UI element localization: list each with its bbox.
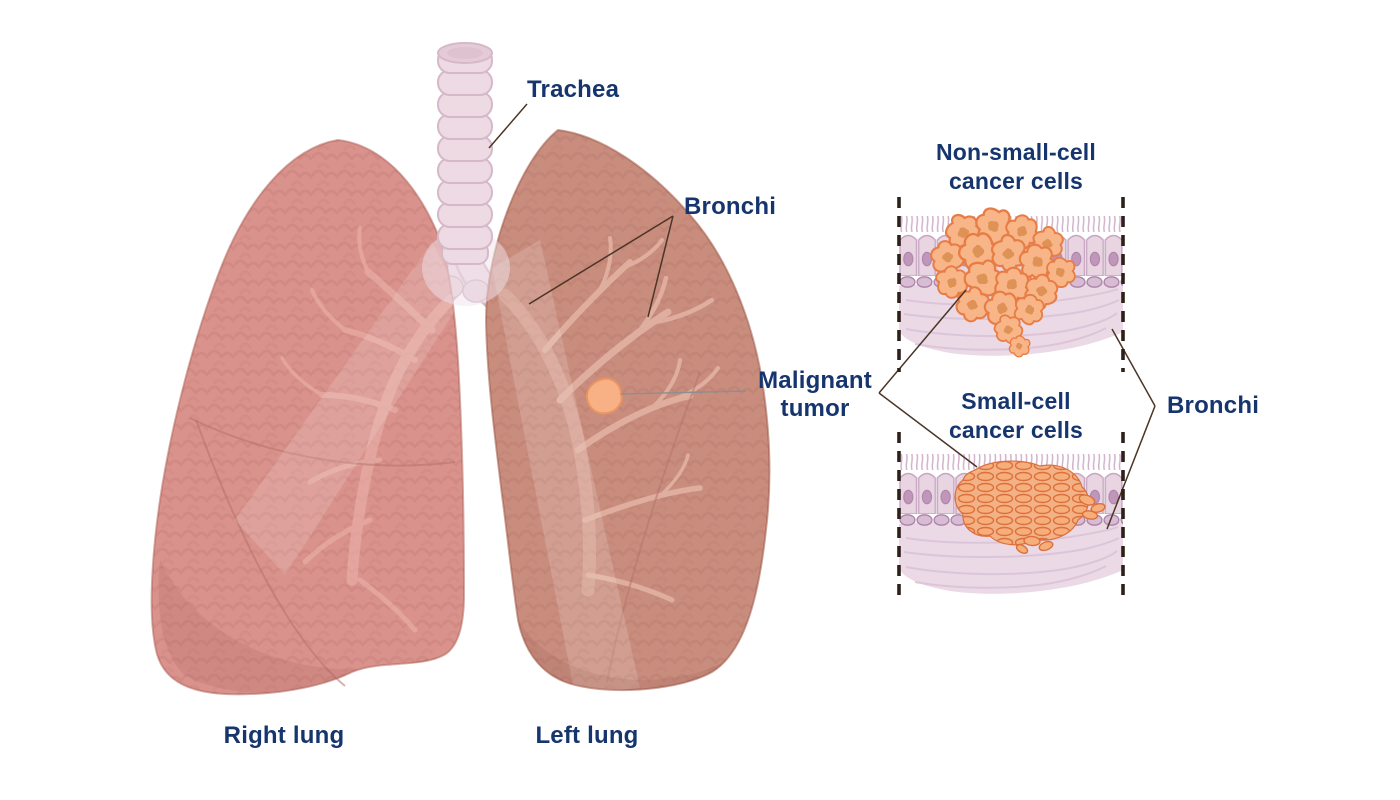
right-lung-label: Right lung <box>223 722 345 749</box>
trachea-label: Trachea <box>527 76 620 103</box>
nsclc-label: Non-small-cell cancer cells <box>906 138 1126 196</box>
right-lung <box>150 139 465 696</box>
bronchi-label-right: Bronchi <box>1167 392 1260 419</box>
nsclc-label-line1: Non-small-cell <box>935 139 1096 165</box>
left-lung-label: Left lung <box>535 722 639 749</box>
malignant-tumor-label-line1: Malignant <box>758 367 872 394</box>
sclc-tumor-clump <box>954 460 1106 554</box>
malignant-tumor-shape <box>585 377 623 415</box>
sclc-panel <box>898 452 1124 595</box>
bronchi-label-left: Bronchi <box>684 193 777 220</box>
tumor-to-sclc-leader <box>878 392 978 468</box>
sclc-label: Small-cell cancer cells <box>906 387 1126 445</box>
bronchi-left-leader-2 <box>647 215 674 318</box>
bronchi-right-leader-2 <box>1106 405 1156 530</box>
leader-lines <box>488 103 1156 530</box>
nsclc-panel <box>898 204 1124 359</box>
trachea <box>437 42 493 265</box>
sclc-label-line1: Small-cell <box>961 388 1071 414</box>
trachea-leader <box>488 103 528 149</box>
malignant-tumor-label: Malignant tumor <box>745 367 885 423</box>
panel-dashed-borders <box>897 197 1125 602</box>
bronchi-left-leader-1 <box>528 215 674 305</box>
bronchi-right-leader-1 <box>1111 328 1156 407</box>
nsclc-label-line2: cancer cells <box>948 168 1084 194</box>
tumor-to-nsclc-leader <box>878 289 967 394</box>
tumor-leader <box>620 390 747 395</box>
malignant-tumor-label-line2: tumor <box>780 395 850 422</box>
sclc-label-line2: cancer cells <box>948 417 1084 443</box>
